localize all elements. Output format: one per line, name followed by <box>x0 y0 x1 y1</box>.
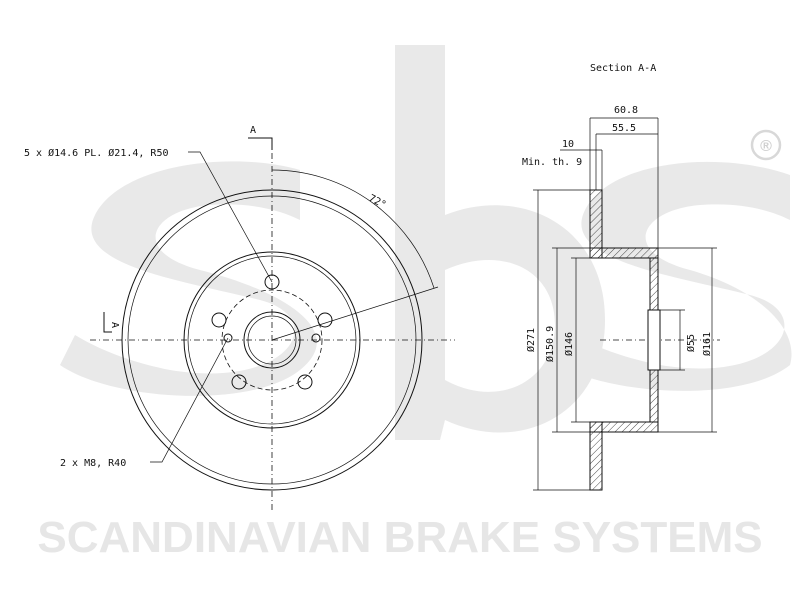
angle-leader <box>271 286 439 341</box>
hat-wall-top <box>589 247 659 259</box>
dim-hat-inner-diameter: Ø146 <box>563 332 575 356</box>
center-bore-circle <box>243 311 301 369</box>
bolt-circle <box>221 289 323 391</box>
section-marker-top-label: A <box>250 125 256 136</box>
dim-thickness: 10 <box>562 139 574 150</box>
hat-inner-circle <box>187 255 357 425</box>
dim-hat-width: 55.5 <box>612 123 636 134</box>
outer-rim-inner-circle <box>127 195 417 485</box>
thread-holes <box>223 333 321 343</box>
dim-outer-diameter: Ø271 <box>525 328 537 352</box>
bolt-hole <box>317 312 333 328</box>
section-marker-left-label: A <box>109 322 120 328</box>
center-bore-section <box>647 309 661 371</box>
hat-wall-bottom <box>589 421 659 433</box>
center-bore-inner-circle <box>247 315 297 365</box>
sbs-logo-watermark <box>60 45 792 440</box>
bolt-hole <box>231 374 247 390</box>
bolt-hole <box>297 374 313 390</box>
hole-callout: 5 x Ø14.6 PL. Ø21.4, R50 <box>24 147 169 159</box>
thread-hole <box>311 333 321 343</box>
bolt-hole <box>264 274 280 290</box>
registered-mark-text: ® <box>760 138 772 155</box>
dim-hub-diameter: Ø161 <box>701 332 713 356</box>
section-marker-top <box>248 137 273 150</box>
section-view: Section A-A 60.8 55.5 10 Min. th. 9 Ø271 <box>522 63 720 491</box>
angle-arc <box>271 169 435 289</box>
dim-min-thickness: Min. th. 9 <box>522 157 582 168</box>
brand-watermark-text: SCANDINAVIAN BRAKE SYSTEMS <box>37 513 762 562</box>
bolt-holes <box>211 274 333 390</box>
section-title: Section A-A <box>590 63 656 74</box>
registered-mark: ® <box>750 129 782 161</box>
angle-label: 72° <box>367 193 388 211</box>
dim-hat-outer-diameter: Ø150.9 <box>544 326 556 362</box>
outer-rim-circle <box>121 189 423 491</box>
thread-hole <box>223 333 233 343</box>
hat-circle <box>183 251 361 429</box>
dim-total-width: 60.8 <box>614 105 638 116</box>
dim-center-bore: Ø55 <box>685 334 697 352</box>
thread-callout-leader <box>150 337 229 463</box>
bolt-hole <box>211 312 227 328</box>
hole-callout-leader <box>188 151 273 283</box>
thread-callout: 2 x M8, R40 <box>60 458 126 469</box>
section-marker-left <box>103 312 112 333</box>
